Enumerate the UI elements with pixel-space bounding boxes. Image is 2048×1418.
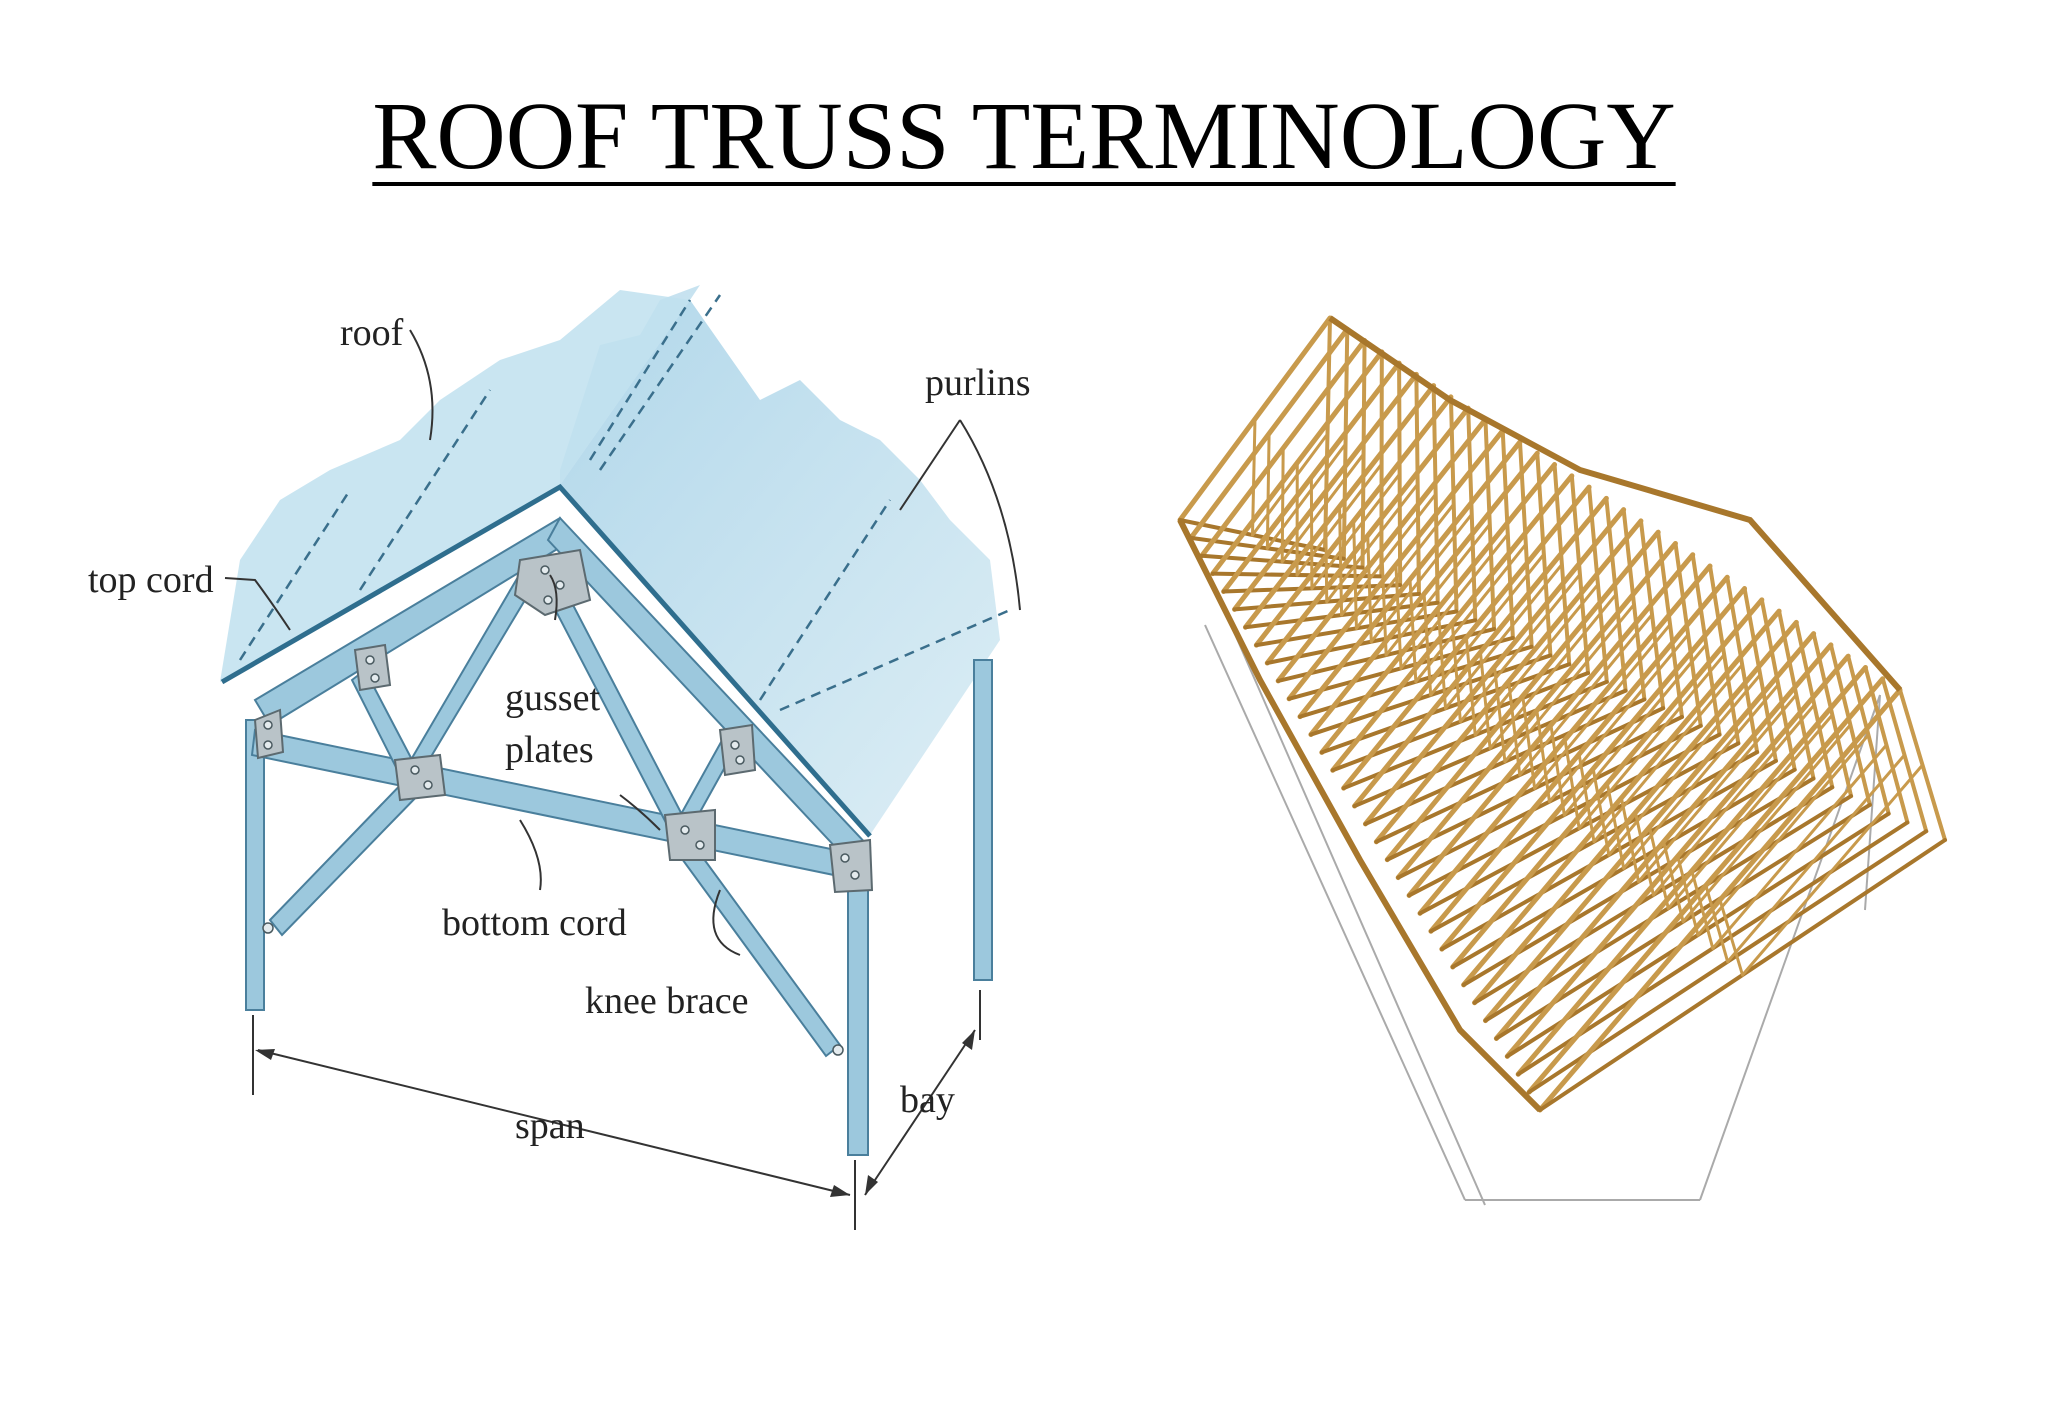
label-plates: plates bbox=[505, 729, 594, 771]
timber-web bbox=[1394, 563, 1403, 670]
roof-sheet-right bbox=[560, 300, 1000, 835]
dimension-lines bbox=[252, 990, 981, 1230]
label-purlins: purlins bbox=[925, 362, 1031, 404]
timber-web bbox=[1251, 417, 1257, 537]
timber-eave bbox=[1177, 518, 1543, 1113]
label-bottom-cord: bottom cord bbox=[442, 902, 627, 944]
timber-web bbox=[1563, 738, 1581, 830]
timber-web bbox=[1633, 811, 1655, 897]
slide-title-text: ROOF TRUSS TERMINOLOGY bbox=[372, 82, 1676, 189]
timber-web bbox=[1690, 869, 1715, 950]
timber-web bbox=[1408, 577, 1418, 684]
roof-edge bbox=[220, 483, 872, 838]
timber-web bbox=[1521, 694, 1537, 790]
timber-web bbox=[1384, 522, 1492, 657]
timber-web bbox=[1696, 733, 1870, 937]
leader-lines bbox=[224, 329, 1021, 956]
timber-web bbox=[1399, 532, 1510, 670]
timber-web bbox=[1309, 475, 1314, 590]
bolts bbox=[262, 565, 860, 1056]
timber-web bbox=[1338, 504, 1344, 617]
timber-web bbox=[1711, 743, 1888, 950]
timber-web bbox=[1369, 512, 1474, 644]
purlins-lines bbox=[238, 294, 1011, 712]
timber-web bbox=[1704, 883, 1730, 964]
timber-web bbox=[1429, 552, 1546, 697]
label-gusset: gusset bbox=[505, 677, 600, 719]
timber-web bbox=[1265, 442, 1348, 550]
timber-web bbox=[1436, 606, 1448, 710]
timber-web bbox=[1265, 432, 1271, 550]
timber-web bbox=[1592, 663, 1744, 844]
timber-web bbox=[1619, 796, 1641, 884]
timber-web bbox=[1414, 542, 1528, 684]
timber-web bbox=[1280, 446, 1285, 564]
timber-ridge bbox=[1328, 315, 1903, 692]
timber-web bbox=[1464, 636, 1477, 737]
timber-web bbox=[1577, 653, 1726, 830]
roof-sheet-back bbox=[220, 290, 690, 682]
timber-rafters bbox=[1177, 315, 1947, 1113]
timber-web bbox=[1354, 502, 1456, 630]
timber-web bbox=[1607, 673, 1762, 857]
timber-web bbox=[1605, 781, 1626, 870]
building-outline bbox=[1204, 599, 1881, 1206]
timber-web bbox=[1535, 709, 1551, 804]
timber-web bbox=[1458, 572, 1582, 724]
timber-web bbox=[1662, 840, 1685, 924]
timber-web bbox=[1507, 679, 1522, 777]
timber-web bbox=[1577, 752, 1596, 844]
timber-web bbox=[1648, 825, 1670, 910]
timber-web bbox=[1323, 490, 1329, 604]
timber-web bbox=[1251, 432, 1329, 537]
timber-web bbox=[1591, 767, 1611, 857]
timber-web bbox=[1366, 534, 1373, 644]
label-roof: roof bbox=[340, 312, 404, 354]
timber-web bbox=[1450, 621, 1462, 724]
timber-web bbox=[1488, 592, 1618, 750]
timber-web bbox=[1741, 763, 1924, 977]
timber-web bbox=[1549, 723, 1566, 817]
timber-web bbox=[1681, 723, 1852, 924]
label-top-cord: top cord bbox=[88, 559, 214, 601]
dimension-arrows bbox=[255, 1030, 975, 1197]
timber-web bbox=[1666, 713, 1834, 910]
timber-web bbox=[1380, 548, 1388, 657]
timber-web bbox=[1478, 650, 1492, 750]
timber-web bbox=[1726, 753, 1906, 964]
timber-truss-row-illustration bbox=[1177, 315, 1947, 1206]
timber-web bbox=[1547, 633, 1690, 804]
timber-web bbox=[1493, 665, 1507, 764]
timber-web bbox=[1352, 519, 1358, 630]
timber-web bbox=[1444, 562, 1564, 710]
label-knee-brace: knee brace bbox=[585, 980, 749, 1022]
label-bay: bay bbox=[900, 1079, 955, 1121]
timber-web bbox=[1562, 643, 1708, 817]
timber-web bbox=[1422, 592, 1433, 697]
label-span: span bbox=[515, 1105, 585, 1147]
timber-web bbox=[1473, 582, 1600, 737]
timber-web bbox=[1718, 898, 1744, 977]
columns bbox=[245, 659, 993, 1156]
timber-web bbox=[1676, 854, 1700, 937]
timber-web bbox=[1622, 683, 1780, 870]
timber-web bbox=[1340, 492, 1438, 617]
slide-title: ROOF TRUSS TERMINOLOGY bbox=[0, 88, 2048, 184]
